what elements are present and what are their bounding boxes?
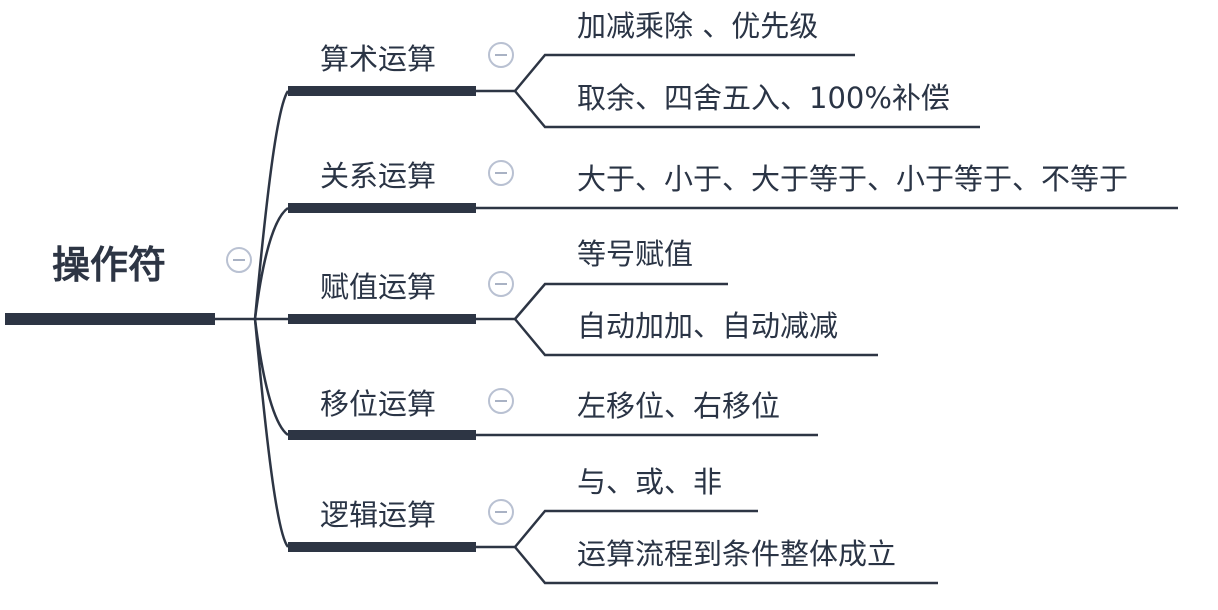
leaf-node-label[interactable]: 取余、四舍五入、100%补偿 xyxy=(577,81,950,115)
connector-root-branch-0 xyxy=(253,90,290,320)
leaf-node-label[interactable]: 左移位、右移位 xyxy=(577,389,781,423)
branch-node-label[interactable]: 赋值运算 xyxy=(320,270,437,304)
branch-underline-0 xyxy=(288,86,476,96)
root-underline xyxy=(5,313,215,325)
connector-branch-0-child-1 xyxy=(514,90,980,129)
connector-branch-0-child-0 xyxy=(514,53,855,92)
leaf-node-label[interactable]: 与、或、非 xyxy=(577,465,723,499)
connector-branch-4-child-1 xyxy=(514,546,938,585)
leaf-node-label[interactable]: 加减乘除 、优先级 xyxy=(577,9,819,43)
branch-collapse-icon[interactable] xyxy=(488,499,514,525)
leaf-node-label[interactable]: 大于、小于、大于等于、小于等于、不等于 xyxy=(577,162,1129,196)
connector-branch-4-child-0 xyxy=(514,509,758,548)
connector-root-branch-4 xyxy=(253,318,290,548)
branch-node-label[interactable]: 关系运算 xyxy=(320,159,437,193)
branch-underline-3 xyxy=(288,430,476,440)
branch-collapse-icon[interactable] xyxy=(488,271,514,297)
branch-collapse-icon[interactable] xyxy=(488,388,514,414)
root-node-label[interactable]: 操作符 xyxy=(52,243,167,287)
branch-underline-2 xyxy=(288,314,476,324)
branch-underline-1 xyxy=(288,203,476,213)
branch-node-label[interactable]: 移位运算 xyxy=(320,387,437,421)
branch-collapse-icon[interactable] xyxy=(488,160,514,186)
leaf-node-label[interactable]: 运算流程到条件整体成立 xyxy=(577,537,897,571)
root-collapse-icon[interactable] xyxy=(226,247,252,273)
branch-collapse-icon[interactable] xyxy=(488,42,514,68)
connector-branch-2-child-1 xyxy=(514,318,878,357)
leaf-node-label[interactable]: 等号赋值 xyxy=(577,237,694,271)
connector-branch-2-child-0 xyxy=(514,282,728,320)
connector-root-branch-1 xyxy=(253,206,289,320)
branch-underline-4 xyxy=(288,542,476,552)
branch-node-label[interactable]: 逻辑运算 xyxy=(320,498,437,532)
leaf-node-label[interactable]: 自动加加、自动减减 xyxy=(577,309,839,343)
branch-node-label[interactable]: 算术运算 xyxy=(320,42,437,76)
